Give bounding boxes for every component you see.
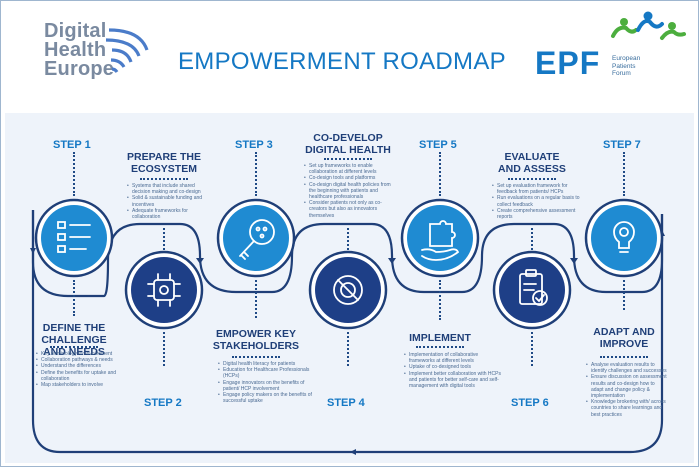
heading-underline-4: [324, 158, 372, 160]
list-item: Co-design digital health policies from t…: [304, 182, 396, 201]
list-item: Key terminology for involvement: [36, 351, 132, 357]
list-item: Set up evaluation framework for feedback…: [492, 183, 584, 195]
epf-sub-line-3: Forum: [612, 70, 631, 77]
logo-word-2: Health: [44, 39, 107, 61]
step-7-label: STEP 7: [603, 139, 641, 151]
step-6-label: STEP 6: [511, 397, 549, 409]
step-3-label: STEP 3: [235, 139, 273, 151]
puzzle-hand-icon: [421, 220, 460, 261]
step-2-heading: PREPARE THE ECOSYSTEM: [127, 151, 201, 175]
step-4-heading: CO-DEVELOP DIGITAL HEALTH: [305, 132, 391, 156]
connector-step3: [255, 152, 257, 196]
epf-logo-subtitle: European Patients Forum: [612, 55, 640, 78]
list-item: Co-design tools and platforms: [304, 175, 396, 181]
connector-step5-bottom: [439, 280, 441, 320]
logo-word-3: Europe: [44, 58, 115, 80]
list-item: Set up frameworks to enable collaboratio…: [304, 163, 396, 175]
list-item: Consider patients not only as co-creator…: [304, 200, 396, 219]
step-1-label: STEP 1: [53, 139, 91, 151]
heading-underline-5: [416, 346, 464, 348]
step-5-label: STEP 5: [419, 139, 457, 151]
epf-logo-text: EPF: [535, 45, 601, 81]
step-4-label: STEP 4: [327, 397, 365, 409]
step-1-bullets: Key terminology for involvement Collabor…: [36, 351, 132, 388]
list-item: Uptake of co-designed tools: [404, 364, 502, 370]
step-3-bullets: Digital health literacy for patients Edu…: [218, 361, 314, 404]
list-item: Education for Healthcare Professionals (…: [218, 367, 314, 379]
clipboard-check-icon: [519, 269, 548, 306]
heading-underline-6: [508, 178, 556, 180]
connector-step3-bottom: [255, 280, 257, 318]
connector-step1-bottom: [73, 280, 75, 316]
list-item: Create comprehensive assessment reports: [492, 208, 584, 220]
step-7-bullets: Analyse evaluation results to identify c…: [586, 362, 668, 418]
digital-key-icon: [239, 219, 275, 260]
epf-figures-icon: [611, 11, 686, 40]
step-7-heading: ADAPT AND IMPROVE: [593, 326, 655, 350]
step-3-heading: EMPOWER KEY STAKEHOLDERS: [212, 328, 300, 352]
heading-underline-1: [50, 346, 98, 348]
list-item: Ensure discussion on assessment results …: [586, 374, 668, 399]
list-item: Adequate frameworks for collaboration: [127, 208, 209, 220]
step-5-bullets: Implementation of collaborative framewor…: [404, 352, 502, 389]
list-item: Systems that include shared decision mak…: [127, 183, 209, 195]
list-item: Analyse evaluation results to identify c…: [586, 362, 668, 374]
list-item: Define the benefits for uptake and colla…: [36, 370, 132, 382]
list-item: Knowledge brokering with/ across countri…: [586, 399, 668, 418]
digital-health-europe-waves-icon: [105, 28, 149, 73]
list-item: Run evaluations on a regular basis to co…: [492, 195, 584, 207]
step-5-heading: IMPLEMENT: [409, 332, 471, 344]
list-item: Engage innovators on the benefits of pat…: [218, 380, 314, 392]
list-item: Map stakeholders to involve: [36, 382, 132, 388]
checklist-icon: [57, 221, 91, 253]
list-item: Solid & sustainable funding and incentiv…: [127, 195, 209, 207]
connector-step7-bottom: [623, 280, 625, 310]
epf-sub-line-2: Patients: [612, 62, 636, 70]
epf-sub-line-1: European: [612, 55, 641, 62]
list-item: Understand the differences: [36, 363, 132, 369]
lightbulb-gear-icon: [613, 221, 635, 253]
step-2-bullets: Systems that include shared decision mak…: [127, 183, 209, 220]
list-item: Implement better collaboration with HCPs…: [404, 371, 502, 390]
list-item: Collaboration pathways & needs: [36, 357, 132, 363]
connector-step2-top: [163, 228, 165, 250]
heading-underline-2: [140, 178, 188, 180]
heading-underline-7: [600, 356, 648, 358]
connector-step1: [73, 152, 75, 196]
connector-step5: [439, 152, 441, 196]
path-arrows: [30, 230, 665, 455]
step-2-label: STEP 2: [144, 397, 182, 409]
wrench-gear-icon: [333, 275, 363, 305]
step-6-bullets: Set up evaluation framework for feedback…: [492, 183, 584, 220]
logo-graphics: [105, 11, 686, 73]
step-4-bullets: Set up frameworks to enable collaboratio…: [304, 163, 396, 219]
digital-health-europe-logo: Digital Health Europe: [44, 20, 115, 80]
connector-step4-top: [347, 228, 349, 250]
logo-word-1: Digital: [44, 20, 107, 42]
connector-step2: [163, 332, 165, 366]
heading-underline-3: [232, 356, 280, 358]
connector-step7: [623, 152, 625, 196]
list-item: Digital health literacy for patients: [218, 361, 314, 367]
page-title: EMPOWERMENT ROADMAP: [178, 48, 506, 75]
connector-step6-top: [531, 228, 533, 250]
connector-step6: [531, 332, 533, 366]
list-item: Engage policy makers on the benefits of …: [218, 392, 314, 404]
connector-step4: [347, 332, 349, 366]
step-6-heading: EVALUATE AND ASSESS: [498, 151, 566, 175]
network-hub-icon: [147, 273, 181, 307]
header: [1, 1, 698, 107]
list-item: Implementation of collaborative framewor…: [404, 352, 502, 364]
